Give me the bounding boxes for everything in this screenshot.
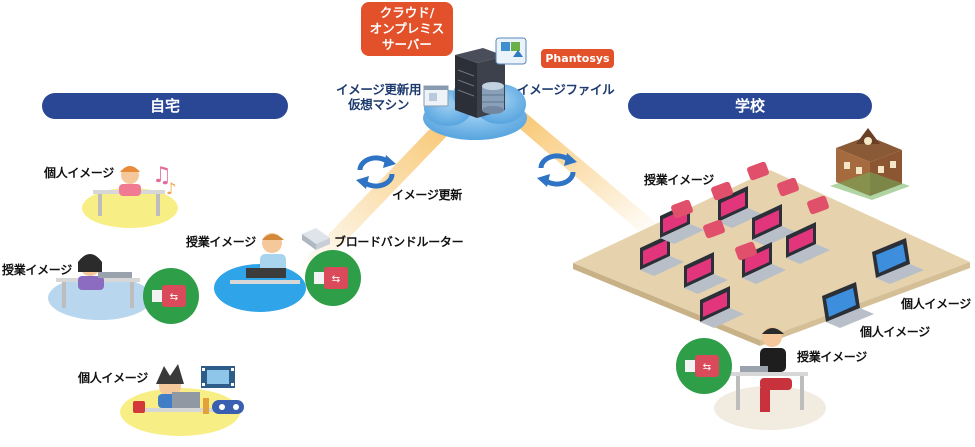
router-icon (302, 228, 330, 250)
vm-label-line1: イメージ更新用 (336, 82, 422, 97)
usb-key-circle: ⇆ (305, 250, 361, 306)
server-label-line1: クラウド/ (379, 5, 435, 20)
school-personal-image-label-b: 個人イメージ (860, 325, 930, 339)
sync-icon-school (537, 153, 577, 187)
home-personal-image-label-1: 個人イメージ (44, 166, 114, 180)
router-label: ブロードバンドルーター (334, 235, 464, 249)
music-note-icon: ♫ (152, 163, 172, 188)
classroom-laptops (640, 186, 830, 328)
server-label-line3: サーバー (382, 37, 432, 52)
phantosys-badge: Phantosys (541, 49, 614, 68)
home-class-image-student-label: 授業イメージ (186, 235, 256, 249)
database-icon (482, 82, 504, 114)
svg-text:⇆: ⇆ (170, 292, 178, 303)
home-link-beam (296, 108, 470, 272)
school-section-title: 学校 (628, 93, 872, 119)
personal-laptop-b (822, 282, 874, 328)
mug-icon (133, 401, 145, 413)
home-user-class-student (214, 233, 306, 312)
home-user-class-1 (48, 254, 152, 320)
school-personal-image-label-a: 個人イメージ (901, 297, 971, 311)
school-class-image-room-label: 授業イメージ (644, 173, 714, 187)
phantosys-app-icon (495, 37, 527, 65)
home-personal-image-label-2: 個人イメージ (78, 371, 148, 385)
home-user-personal-1 (82, 166, 178, 228)
books-icon (203, 398, 209, 414)
svg-text:⇆: ⇆ (703, 362, 711, 373)
music-note-icon: ♪ (166, 179, 176, 198)
film-strip-icon (201, 366, 235, 388)
image-update-label: イメージ更新 (392, 188, 462, 202)
personal-laptop-a (872, 238, 924, 284)
usb-tags (671, 161, 829, 261)
home-class-image-label-1: 授業イメージ (2, 263, 72, 277)
school-link-beam (498, 108, 660, 232)
vm-label-line2: 仮想マシン (348, 97, 410, 112)
usb-key-circle: ⇆ (143, 268, 199, 324)
game-controller-icon (212, 400, 244, 414)
virtual-machine-icon (423, 85, 449, 107)
home-section-title: 自宅 (42, 93, 288, 119)
vm-label: イメージ更新用 仮想マシン (336, 82, 421, 112)
image-file-label: イメージファイル (517, 82, 615, 97)
school-user-class-student (714, 327, 826, 430)
server-label-box: クラウド/ オンプレミス サーバー (361, 2, 453, 56)
svg-text:⇆: ⇆ (332, 274, 340, 285)
home-user-personal-2 (120, 364, 240, 436)
server-label-line2: オンプレミス (369, 21, 445, 36)
sync-icon-home (356, 155, 396, 189)
usb-key-circle: ⇆ (676, 338, 732, 394)
school-class-image-student-label: 授業イメージ (797, 350, 867, 364)
school-building-icon (830, 128, 910, 200)
